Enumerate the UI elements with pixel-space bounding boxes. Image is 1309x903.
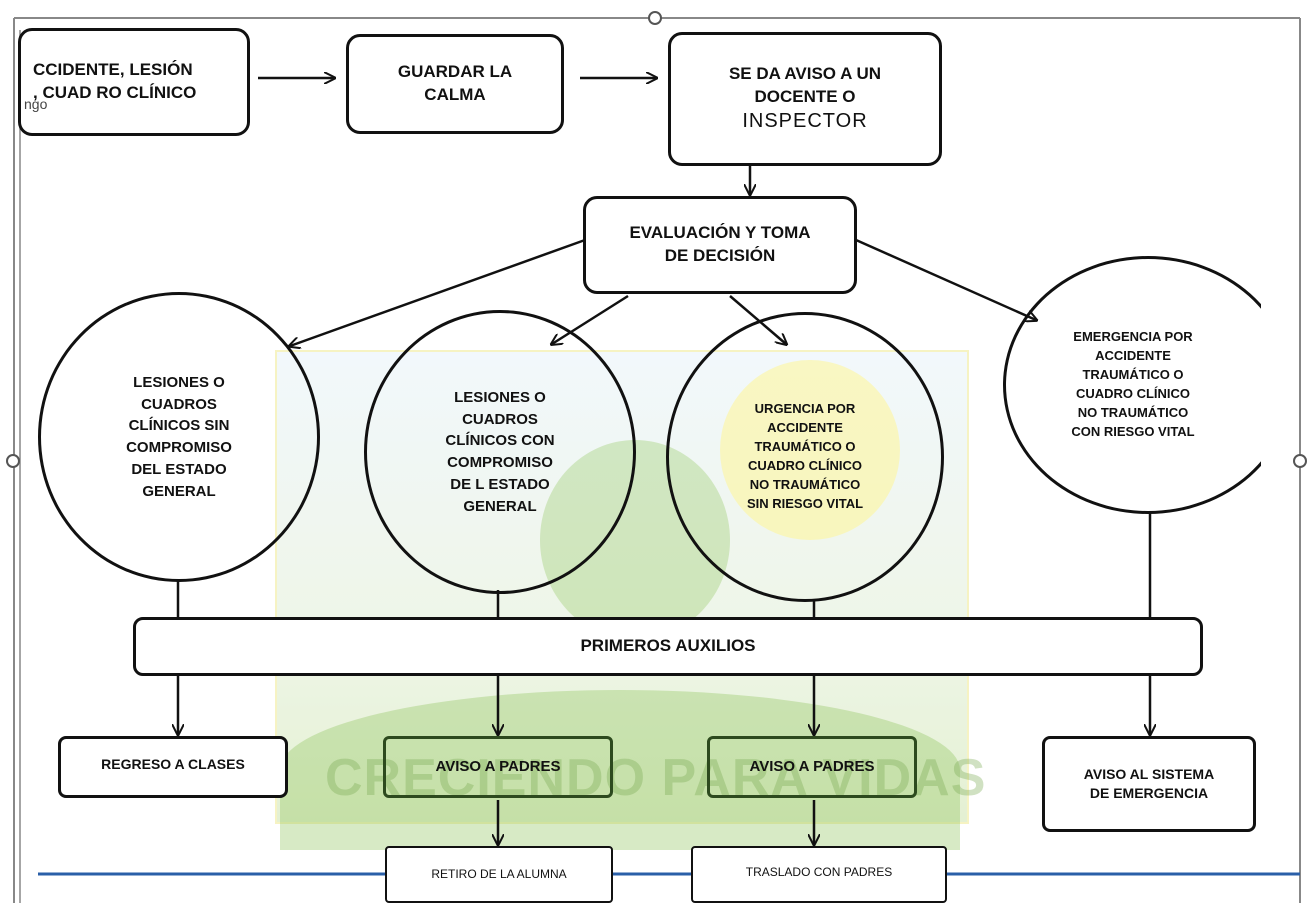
- resize-handle-right[interactable]: [1293, 454, 1307, 468]
- node-aviso-docente: SE DA AVISO A UN DOCENTE O INSPECTOR: [668, 32, 942, 166]
- arrow-eval-circle1: [290, 238, 586, 346]
- traslado-padres-label: TRASLADO CON PADRES: [745, 865, 893, 879]
- node-calma-label: GUARDAR LA CALMA: [397, 62, 513, 104]
- node-circle-emergencia: EMERGENCIA POR ACCIDENTE TRAUMÁTICO O CU…: [1003, 256, 1261, 514]
- node-evaluacion-label: EVALUACIÓN Y TOMA DE DECISIÓN: [629, 223, 811, 265]
- node-primeros-auxilios: PRIMEROS AUXILIOS: [133, 617, 1203, 676]
- node-accidente: CCIDENTE, LESIÓN , CUAD RO CLÍNICO: [18, 28, 250, 136]
- node-evaluacion: EVALUACIÓN Y TOMA DE DECISIÓN: [583, 196, 857, 294]
- node-circle-urgencia: URGENCIA POR ACCIDENTE TRAUMÁTICO O CUAD…: [666, 312, 944, 602]
- aviso-padres-1-label: AVISO A PADRES: [435, 757, 561, 775]
- retiro-alumna-label: RETIRO DE LA ALUMNA: [431, 867, 567, 881]
- node-calma: GUARDAR LA CALMA: [346, 34, 564, 134]
- circle-emergencia-label: EMERGENCIA POR ACCIDENTE TRAUMÁTICO O CU…: [1071, 329, 1195, 439]
- node-aviso-padres-2: AVISO A PADRES: [707, 736, 917, 798]
- node-aviso-docente-label: SE DA AVISO A UN DOCENTE O: [728, 63, 882, 106]
- regreso-clases-label: REGRESO A CLASES: [101, 756, 245, 772]
- node-regreso-clases: REGRESO A CLASES: [58, 736, 288, 798]
- primeros-auxilios-label: PRIMEROS AUXILIOS: [580, 636, 756, 656]
- node-aviso-emergencia: AVISO AL SISTEMA DE EMERGENCIA: [1042, 736, 1256, 832]
- resize-handle-top[interactable]: [648, 11, 662, 25]
- node-accidente-label: CCIDENTE, LESIÓN , CUAD RO CLÍNICO: [33, 60, 197, 102]
- aviso-emergencia-label: AVISO AL SISTEMA DE EMERGENCIA: [1083, 766, 1215, 801]
- node-circle-con-compromiso: LESIONES O CUADROS CLÍNICOS CON COMPROMI…: [364, 310, 636, 594]
- node-circle-sin-compromiso: LESIONES O CUADROS CLÍNICOS SIN COMPROMI…: [38, 292, 320, 582]
- node-aviso-padres-1: AVISO A PADRES: [383, 736, 613, 798]
- aviso-padres-2-label: AVISO A PADRES: [749, 757, 875, 775]
- node-retiro-alumna: RETIRO DE LA ALUMNA: [385, 846, 613, 903]
- resize-handle-left[interactable]: [6, 454, 20, 468]
- circle-urgencia-label: URGENCIA POR ACCIDENTE TRAUMÁTICO O CUAD…: [746, 401, 864, 511]
- node-aviso-docente-extra: INSPECTOR: [742, 110, 868, 133]
- circle-con-compromiso-label: LESIONES O CUADROS CLÍNICOS CON COMPROMI…: [445, 388, 555, 515]
- node-traslado-padres: TRASLADO CON PADRES: [691, 846, 947, 903]
- arrow-eval-circle4: [855, 238, 1036, 320]
- circle-sin-compromiso-label: LESIONES O CUADROS CLÍNICOS SIN COMPROMI…: [126, 373, 232, 500]
- node-accidente-overlay: ngo: [24, 96, 48, 112]
- watermark-hill: [280, 690, 960, 850]
